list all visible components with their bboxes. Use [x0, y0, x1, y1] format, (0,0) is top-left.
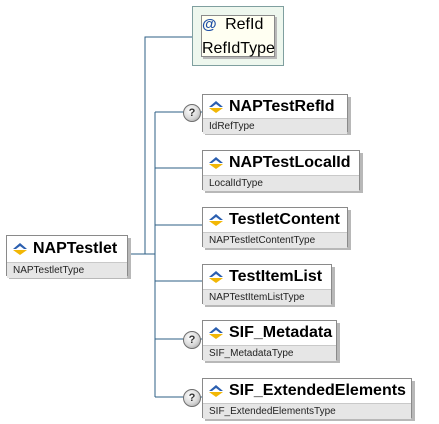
- element-icon: [209, 100, 223, 113]
- optional-marker-icon: ?: [183, 104, 201, 122]
- attribute-icon: @: [202, 16, 217, 33]
- element-icon: [13, 243, 27, 255]
- attribute-name: RefId: [225, 16, 264, 33]
- child-element-name: NAPTestLocalId: [229, 154, 351, 171]
- child-element-node[interactable]: TestItemList NAPTestItemListType: [202, 264, 332, 305]
- element-icon: [209, 157, 223, 169]
- optional-marker-icon: ?: [183, 389, 201, 407]
- optional-marker-icon: ?: [183, 331, 201, 349]
- child-element-type: NAPTestletContentType: [203, 232, 347, 248]
- child-element-type: NAPTestItemListType: [203, 289, 331, 305]
- child-element-node[interactable]: NAPTestLocalId LocalIdType: [202, 150, 360, 191]
- child-element-name: SIF_Metadata: [229, 324, 333, 341]
- child-element-node[interactable]: SIF_ExtendedElements SIF_ExtendedElement…: [202, 378, 412, 419]
- child-element-type: LocalIdType: [203, 175, 359, 191]
- child-element-name: SIF_ExtendedElements: [229, 382, 406, 399]
- child-element-name: NAPTestRefId: [229, 97, 335, 115]
- child-element-node[interactable]: TestletContent NAPTestletContentType: [202, 207, 348, 248]
- attribute-group: @ RefId RefIdType: [192, 6, 284, 66]
- element-icon: [209, 214, 223, 226]
- element-icon: [209, 271, 223, 283]
- child-element-type: IdRefType: [203, 118, 347, 134]
- root-element-name: NAPTestlet: [33, 240, 118, 257]
- child-element-node[interactable]: SIF_Metadata SIF_MetadataType: [202, 320, 337, 361]
- root-element-type: NAPTestletType: [7, 262, 127, 278]
- child-element-type: SIF_MetadataType: [203, 345, 336, 361]
- element-icon: [209, 385, 223, 397]
- element-icon: [209, 327, 223, 339]
- child-element-name: TestItemList: [229, 268, 323, 285]
- attribute-node[interactable]: @ RefId RefIdType: [201, 15, 275, 57]
- root-element-node[interactable]: NAPTestlet NAPTestletType: [6, 235, 128, 278]
- child-element-type: SIF_ExtendedElementsType: [203, 403, 411, 419]
- child-element-name: TestletContent: [229, 211, 340, 228]
- attribute-connector: [144, 36, 192, 254]
- attribute-type: RefIdType: [202, 40, 275, 57]
- child-element-node[interactable]: NAPTestRefId IdRefType: [202, 94, 348, 134]
